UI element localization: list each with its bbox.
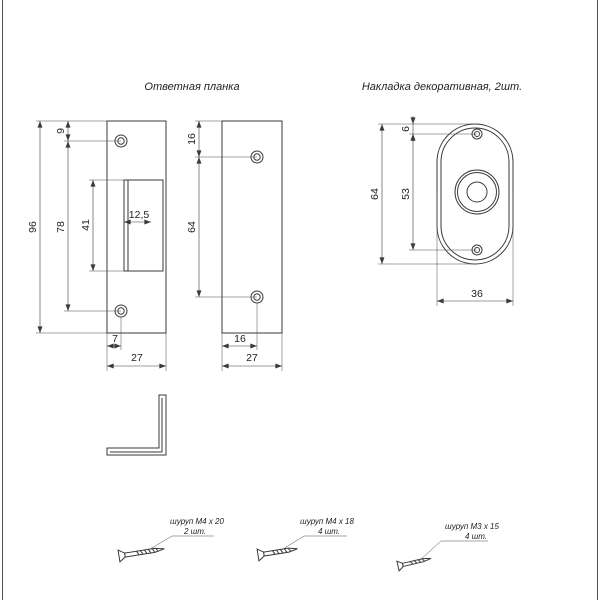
side-plate-body — [221, 120, 283, 334]
decor-hole-spacing-dim-value: 53 — [400, 188, 412, 200]
decor-plate-outline — [436, 123, 514, 265]
screw-leader — [149, 535, 214, 550]
screw-label: шуруп М4 х 20 — [170, 517, 224, 526]
side-width-dim-value: 27 — [246, 352, 258, 364]
strike-plate-front-view: 12,5 96 78 9 41 7 27 — [27, 120, 167, 371]
decor-plate-title: Накладка декоративная, 2шт. — [362, 81, 522, 93]
strike-plate-slot — [123, 179, 164, 272]
screw-qty: 4 шт. — [318, 527, 340, 536]
decor-plate-center-boss — [454, 169, 500, 215]
decor-top-offset-dim-value: 6 — [400, 126, 412, 132]
screw-qty: 4 шт. — [465, 532, 487, 541]
screw-leader — [419, 540, 488, 561]
decor-height-dim-value: 64 — [369, 188, 381, 200]
screw-m4x20: шуруп М4 х 20 2 шт. — [117, 517, 225, 563]
width-dim-value: 27 — [131, 352, 143, 364]
angle-bracket — [106, 394, 167, 456]
screw-m4x18: шуруп М4 х 18 4 шт. — [256, 517, 355, 562]
strike-plate-body — [106, 120, 167, 334]
decor-plate-inner-outline — [440, 127, 510, 261]
decor-width-dim-value: 36 — [471, 288, 483, 300]
screw-icon — [396, 557, 432, 572]
slot-width-dim-value: 12,5 — [129, 209, 150, 221]
overall-height-dim-value: 96 — [27, 221, 39, 233]
screw-m3x15: шуруп М3 х 15 4 шт. — [396, 522, 500, 572]
decor-plate-view: 64 53 6 36 — [369, 116, 514, 306]
screw-icon — [256, 547, 298, 562]
strike-plate-title: Ответная планка — [144, 81, 239, 93]
side-hole-offset-dim-value: 16 — [234, 333, 246, 345]
side-hole-spacing-dim-value: 64 — [186, 221, 198, 233]
hole-spacing-dim-value: 78 — [55, 221, 67, 233]
screw-icon — [117, 547, 165, 563]
screw-leader — [282, 535, 347, 550]
top-offset-dim-value: 9 — [55, 128, 67, 134]
screw-qty: 2 шт. — [183, 527, 206, 536]
screw-label: шуруп М3 х 15 — [445, 522, 499, 531]
side-top-offset-dim-value: 16 — [186, 133, 198, 145]
slot-height-dim-value: 41 — [80, 219, 92, 231]
screw-label: шуруп М4 х 18 — [300, 517, 354, 526]
strike-plate-side-view: 16 64 16 27 — [186, 120, 283, 371]
hole-offset-dim-value: 7 — [112, 333, 118, 345]
